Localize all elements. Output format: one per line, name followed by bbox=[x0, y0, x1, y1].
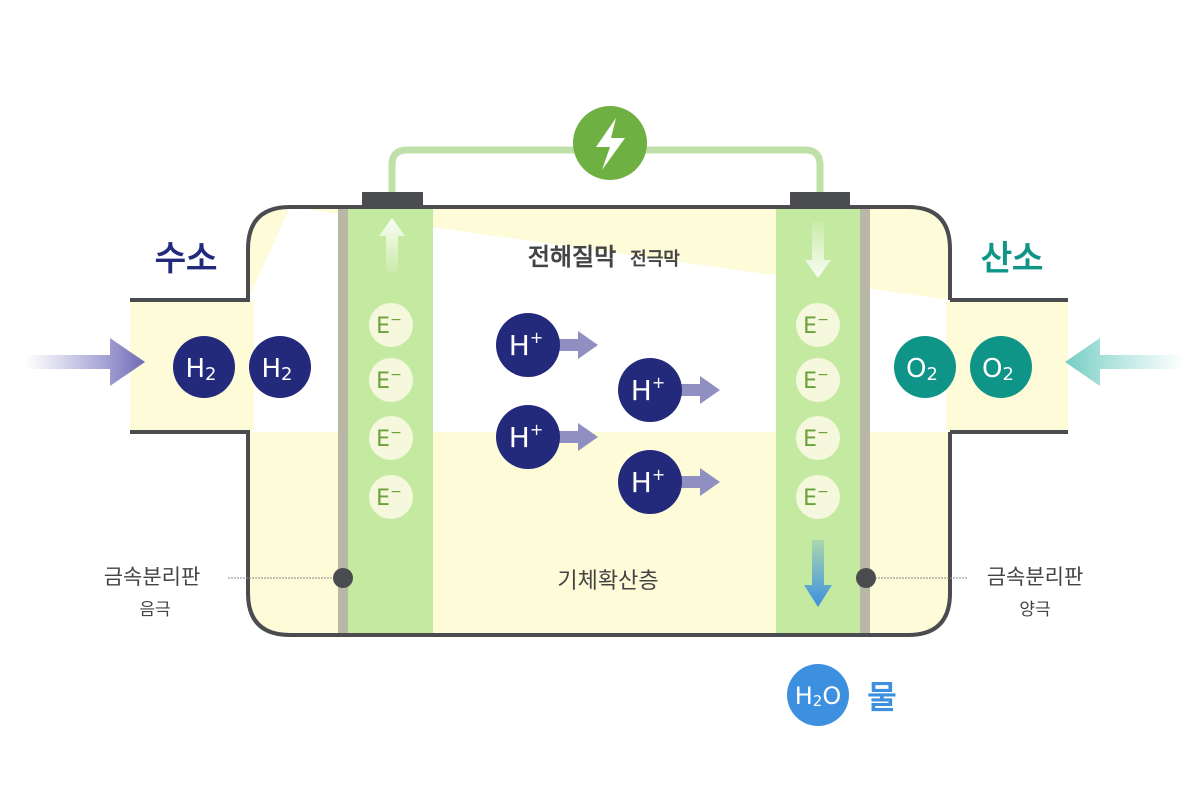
anode-terminal bbox=[362, 192, 423, 205]
svg-text:H+: H+ bbox=[631, 373, 665, 407]
water-molecule: H2O bbox=[787, 664, 849, 726]
svg-text:E−: E− bbox=[803, 484, 829, 511]
left-plate-dot bbox=[333, 568, 353, 588]
anode-separator-plate bbox=[338, 209, 348, 633]
svg-text:E−: E− bbox=[376, 425, 402, 452]
left-plate-label: 금속분리판 bbox=[104, 565, 201, 589]
electron: E− bbox=[369, 416, 413, 460]
electron: E− bbox=[369, 475, 413, 519]
oxygen-molecule: O2 bbox=[970, 336, 1032, 398]
svg-text:E−: E− bbox=[376, 367, 402, 394]
anode-label: 음극 bbox=[139, 600, 170, 620]
electron: E− bbox=[369, 358, 413, 402]
oxygen-molecule: O2 bbox=[894, 336, 956, 398]
svg-text:E−: E− bbox=[803, 425, 829, 452]
cathode-separator-plate bbox=[860, 209, 870, 633]
electron: E− bbox=[796, 358, 840, 402]
svg-text:E−: E− bbox=[376, 312, 402, 339]
electron-up-arrow-icon bbox=[379, 218, 405, 272]
svg-text:O2: O2 bbox=[982, 354, 1014, 385]
membrane-label: 전해질막 bbox=[528, 243, 616, 271]
svg-text:H+: H+ bbox=[631, 465, 665, 499]
svg-text:H+: H+ bbox=[509, 328, 543, 362]
svg-text:E−: E− bbox=[376, 484, 402, 511]
svg-text:H+: H+ bbox=[509, 420, 543, 454]
proton: H+ bbox=[496, 313, 598, 377]
hydrogen-input-arrow-icon bbox=[25, 338, 145, 386]
electron: E− bbox=[796, 475, 840, 519]
lightning-icon bbox=[573, 106, 647, 180]
proton: H+ bbox=[496, 405, 598, 469]
proton-arrow-icon bbox=[552, 423, 598, 451]
oxygen-label: 산소 bbox=[981, 239, 1044, 279]
electron: E− bbox=[369, 303, 413, 347]
electrode-label: 전극막 bbox=[630, 249, 680, 270]
svg-text:O2: O2 bbox=[906, 354, 938, 385]
svg-text:H2: H2 bbox=[185, 354, 216, 385]
right-plate-label: 금속분리판 bbox=[987, 565, 1084, 589]
gdl-label: 기체확산층 bbox=[557, 569, 658, 594]
proton-arrow-icon bbox=[674, 468, 720, 496]
svg-text:E−: E− bbox=[803, 367, 829, 394]
electron-down-arrow-icon bbox=[805, 222, 831, 278]
proton: H+ bbox=[618, 358, 720, 422]
hydrogen-label: 수소 bbox=[155, 239, 218, 279]
right-plate-dot bbox=[856, 568, 876, 588]
electron: E− bbox=[796, 416, 840, 460]
proton: H+ bbox=[618, 450, 720, 514]
water-label: 물 bbox=[867, 678, 896, 716]
hydrogen-molecule: H2 bbox=[173, 336, 235, 398]
electron: E− bbox=[796, 303, 840, 347]
proton-arrow-icon bbox=[552, 331, 598, 359]
svg-text:E−: E− bbox=[803, 312, 829, 339]
oxygen-input-arrow-icon bbox=[1065, 338, 1185, 386]
proton-arrow-icon bbox=[674, 376, 720, 404]
svg-text:H2: H2 bbox=[261, 354, 292, 385]
cathode-label: 양극 bbox=[1019, 600, 1050, 620]
cathode-terminal bbox=[790, 192, 850, 205]
water-down-arrow-icon bbox=[804, 540, 832, 607]
svg-text:H2O: H2O bbox=[795, 682, 841, 710]
hydrogen-molecule: H2 bbox=[249, 336, 311, 398]
